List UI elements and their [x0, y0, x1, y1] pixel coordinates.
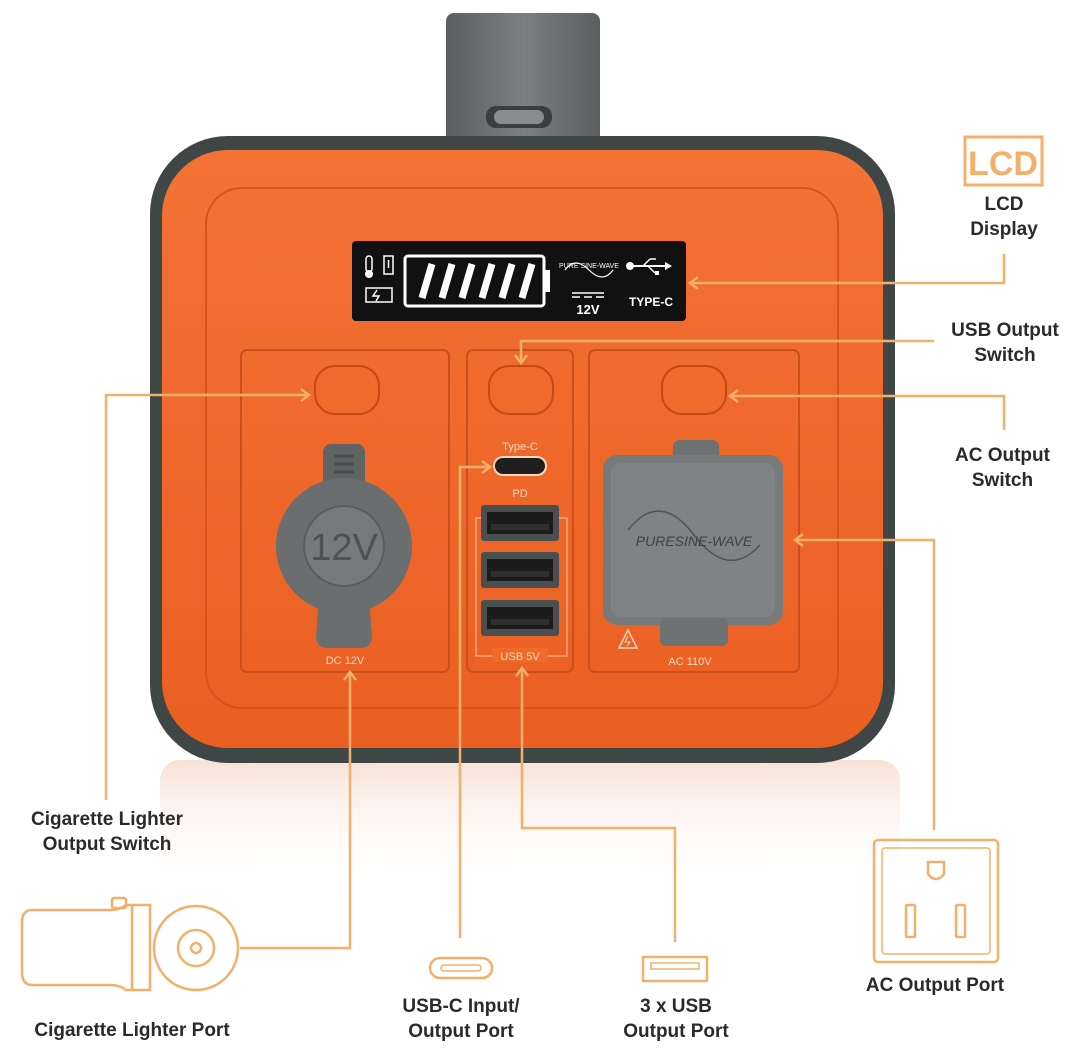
callout-usb-c-port: USB-C Input/ Output Port	[380, 994, 542, 1044]
lcd-badge-icon	[963, 135, 1044, 187]
usb-a-port-icon	[641, 955, 709, 983]
battery-segment	[478, 263, 496, 299]
callout-usb-output-switch: USB Output Switch	[930, 318, 1080, 368]
usb-a-inner-icon	[650, 962, 700, 970]
cig-switch-callout-line	[104, 393, 309, 800]
pd-label: PD	[512, 488, 527, 500]
usb-switch-callout-line	[519, 339, 934, 363]
arrow-ac-port	[792, 533, 804, 547]
usb-c-inner-icon	[440, 964, 482, 972]
battery-segment	[518, 263, 536, 299]
lcd-badge-text: LCD	[968, 145, 1038, 183]
callout-usb-c-line1: USB-C Input/	[402, 996, 520, 1017]
usb-symbol-icon	[626, 258, 672, 275]
arrow-lcd	[687, 276, 699, 290]
callout-cig-switch-line2: Output Switch	[42, 834, 172, 855]
callout-usb-switch-line1: USB Output	[951, 320, 1059, 341]
callout-lcd-line1: LCD	[984, 194, 1024, 215]
cig-port-callout-line	[240, 672, 352, 950]
callout-ac-switch-line1: AC Output	[955, 445, 1050, 466]
callout-cigarette-lighter-switch: Cigarette Lighter Output Switch	[12, 807, 202, 857]
cigarette-lighter-switch[interactable]	[314, 365, 380, 415]
arrow-cig-switch	[300, 388, 312, 402]
ac-outlet-icon	[872, 838, 1000, 964]
usb-a-port-2[interactable]	[481, 552, 559, 588]
usb-output-switch[interactable]	[488, 365, 554, 415]
dc-12v-socket-cap[interactable]: 12V	[276, 444, 412, 648]
socket-cap-text: 12V	[310, 527, 378, 569]
lcd-voltage-text: 12V	[576, 302, 599, 317]
callout-lcd-display: LCD Display	[944, 192, 1064, 242]
usb-c-callout-line	[458, 465, 490, 938]
battery-segment	[498, 263, 516, 299]
ac-port-callout-line	[795, 538, 936, 830]
callout-usb-c-line2: Output Port	[408, 1021, 514, 1042]
arrow-ac-switch	[727, 389, 739, 403]
callout-cig-switch-line1: Cigarette Lighter	[30, 809, 184, 830]
usb-5v-label: USB 5V	[500, 651, 540, 663]
warning-icon	[383, 255, 394, 275]
battery-segment	[458, 263, 476, 299]
floor-reflection	[160, 760, 900, 890]
callout-ac-port-text: AC Output Port	[865, 975, 1005, 996]
lcd-screen: PURE SINE-WAVE 12V TYPE-C	[352, 241, 686, 321]
usb-c-port-icon	[428, 956, 494, 980]
arrow-usb-switch	[514, 354, 528, 366]
usb-label-bg	[492, 648, 548, 662]
dc-12v-label: DC 12V	[326, 655, 365, 667]
callout-ac-output-port: AC Output Port	[850, 973, 1020, 998]
usb-a-port-3[interactable]	[481, 600, 559, 636]
ac-socket-cover[interactable]: PURESINE-WAVE	[603, 440, 783, 646]
callout-lines	[104, 254, 1006, 950]
battery-segment	[418, 263, 436, 299]
callout-ac-output-switch: AC Output Switch	[930, 443, 1075, 493]
electric-hazard-icon	[617, 628, 639, 649]
arrow-usb-c	[481, 460, 493, 474]
usb-c-port[interactable]	[493, 456, 547, 476]
arrow-usb-a	[515, 665, 529, 677]
callout-usb-port-line2: Output Port	[623, 1021, 729, 1042]
battery-segment	[438, 263, 456, 299]
lcd-port-text: TYPE-C	[629, 295, 673, 309]
cover-brand-text: PURESINE-WAVE	[636, 533, 753, 549]
callout-lcd-line2: Display	[970, 219, 1038, 240]
battery-level-icon	[403, 254, 550, 308]
callout-cig-port-text: Cigarette Lighter Port	[34, 1020, 230, 1041]
ac-switch-callout-line	[730, 394, 1006, 430]
callout-cigarette-lighter-port: Cigarette Lighter Port	[12, 1018, 252, 1043]
callout-ac-switch-line2: Switch	[971, 470, 1034, 491]
callout-usb-port-line1: 3 x USB	[640, 996, 712, 1017]
thermometer-icon	[365, 255, 373, 278]
arrow-cig-port	[343, 669, 357, 681]
carry-handle	[446, 13, 600, 143]
usb-a-port-1[interactable]	[481, 505, 559, 541]
cigarette-lighter-plug-icon	[20, 896, 240, 992]
callout-usb-output-port: 3 x USB Output Port	[605, 994, 747, 1044]
sine-wave-icon	[564, 262, 614, 278]
lcd-callout-line	[690, 254, 1006, 285]
callout-usb-switch-line2: Switch	[974, 345, 1036, 366]
type-c-label: Type-C	[502, 441, 538, 453]
lcd-brand-text: PURE SINE-WAVE	[559, 263, 619, 270]
usb-a-callout-line	[520, 668, 677, 942]
dc-symbol-icon	[572, 292, 604, 298]
ac-110v-label: AC 110V	[668, 656, 712, 668]
ac-output-switch[interactable]	[661, 365, 727, 415]
charging-icon	[365, 287, 393, 303]
